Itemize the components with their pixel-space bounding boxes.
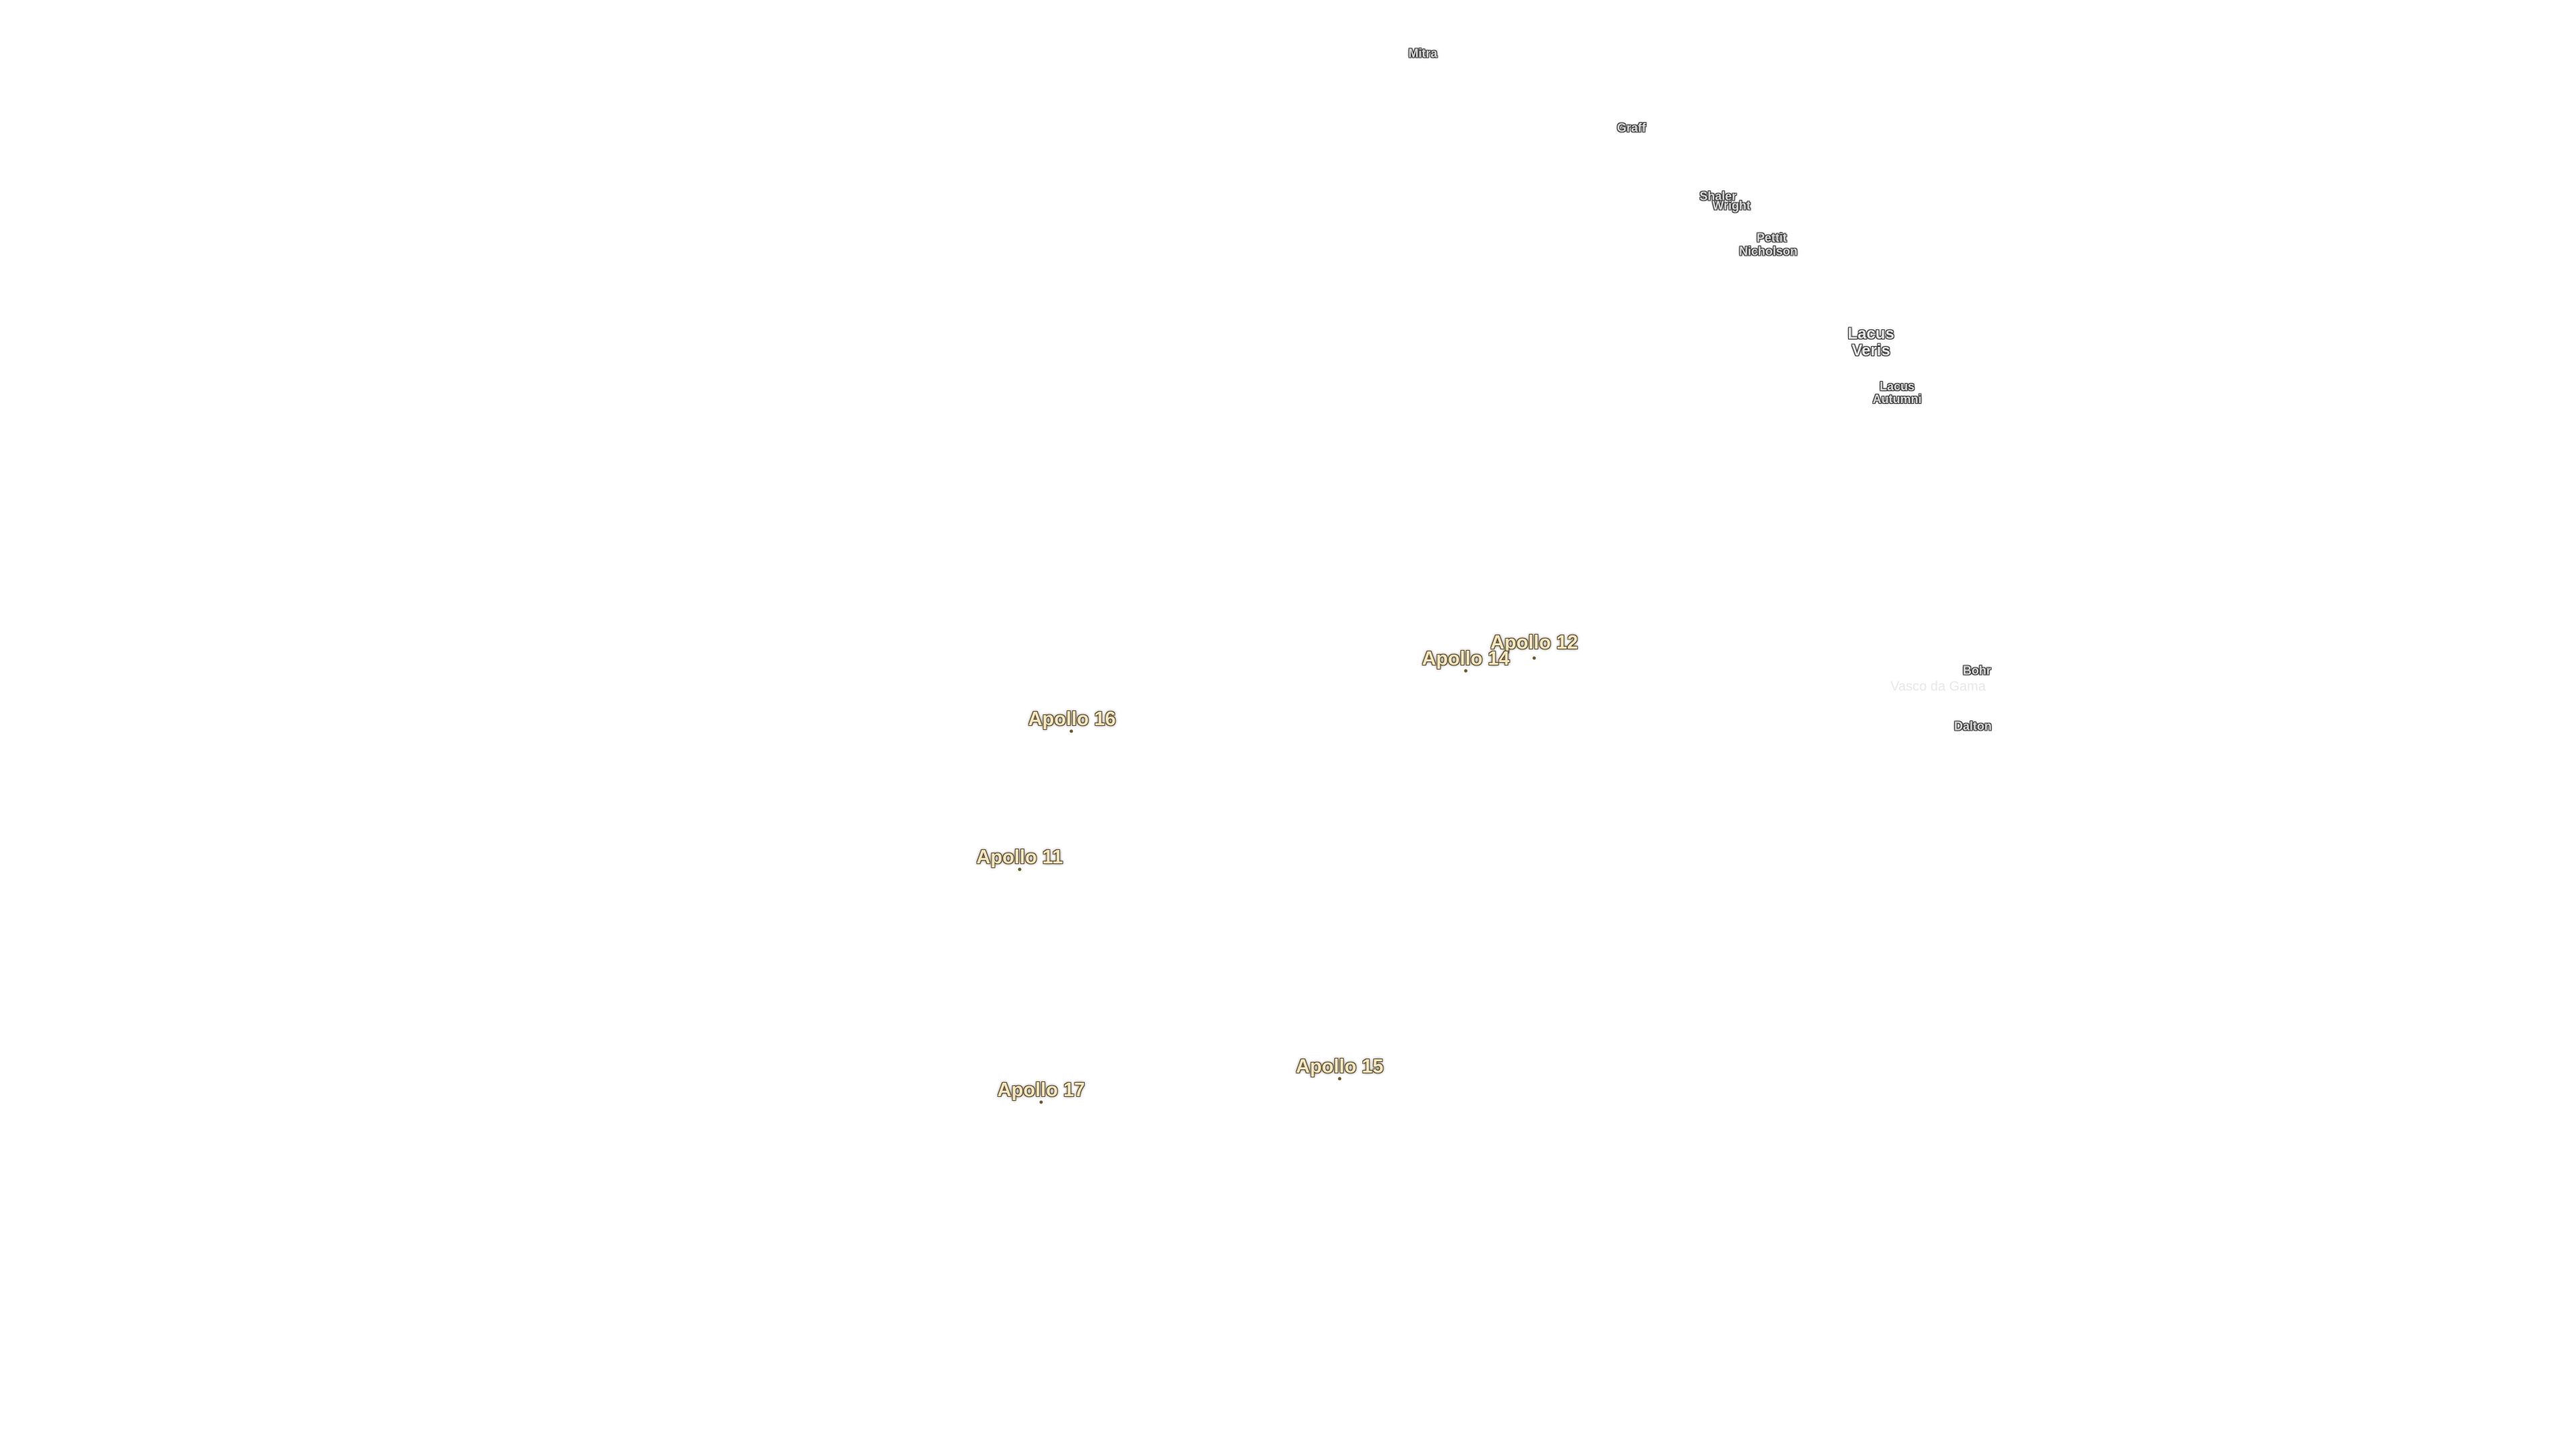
apollo-11-marker[interactable] [1018,867,1022,871]
feature-label-vasco-da-gama[interactable]: Vasco da Gama [1890,679,1986,694]
apollo-17-marker[interactable] [1039,1100,1043,1104]
landing-site-label-apollo-11[interactable]: Apollo 11 [976,846,1063,868]
apollo-15-marker[interactable] [1338,1077,1342,1081]
feature-label-lacus-veris-line1: Lacus [1847,324,1894,343]
feature-label-mitra[interactable]: Mitra [1408,46,1438,60]
apollo-14-marker[interactable] [1464,669,1468,673]
feature-label-wright[interactable]: Wright [1712,199,1751,213]
landing-site-label-apollo-16[interactable]: Apollo 16 [1028,708,1116,730]
feature-label-graff[interactable]: Graff [1617,121,1646,135]
landing-site-label-apollo-14[interactable]: Apollo 14 [1421,647,1510,669]
feature-label-lacus-autumni[interactable]: Lacus Autumni [1873,380,1922,406]
landing-site-label-apollo-15[interactable]: Apollo 15 [1295,1055,1384,1077]
feature-label-lacus-autumni-line1: Lacus [1879,380,1915,394]
feature-label-bohr[interactable]: Bohr [1963,663,1991,678]
apollo-16-marker[interactable] [1069,729,1073,733]
feature-label-nicholson[interactable]: Nicholson [1739,244,1798,258]
feature-label-lacus-autumni-line2: Autumni [1872,392,1922,406]
landing-site-label-apollo-12[interactable]: Apollo 12 [1490,631,1578,653]
feature-label-pettit[interactable]: Pettit [1756,231,1787,245]
apollo-12-marker[interactable] [1532,656,1536,660]
landing-site-label-apollo-17[interactable]: Apollo 17 [997,1079,1085,1101]
feature-label-lacus-veris[interactable]: Lacus Veris [1847,324,1894,360]
feature-label-dalton[interactable]: Dalton [1954,719,1992,733]
feature-label-lacus-veris-line2: Veris [1851,341,1890,360]
feature-label-shaler[interactable]: Shaler [1699,189,1737,203]
